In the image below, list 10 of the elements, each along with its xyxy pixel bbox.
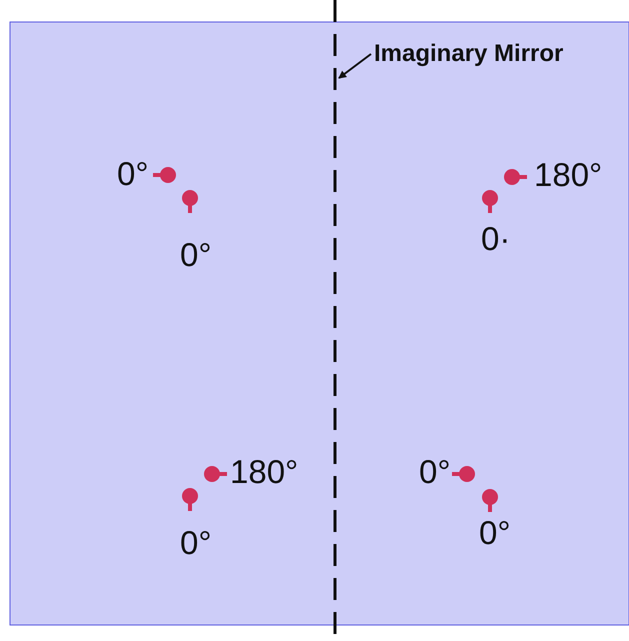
angle-label: 180° [534, 158, 602, 191]
angle-label: 0° [180, 526, 212, 559]
mirror-label: Imaginary Mirror [374, 40, 564, 68]
leader-arrow [338, 53, 372, 79]
angle-label: 180° [230, 455, 298, 488]
angle-label: 0° [419, 455, 451, 488]
angle-label: 0° [479, 516, 511, 549]
angle-label: 0· [481, 222, 510, 255]
angle-label: 0° [117, 157, 149, 190]
angle-label: 0° [180, 238, 212, 271]
